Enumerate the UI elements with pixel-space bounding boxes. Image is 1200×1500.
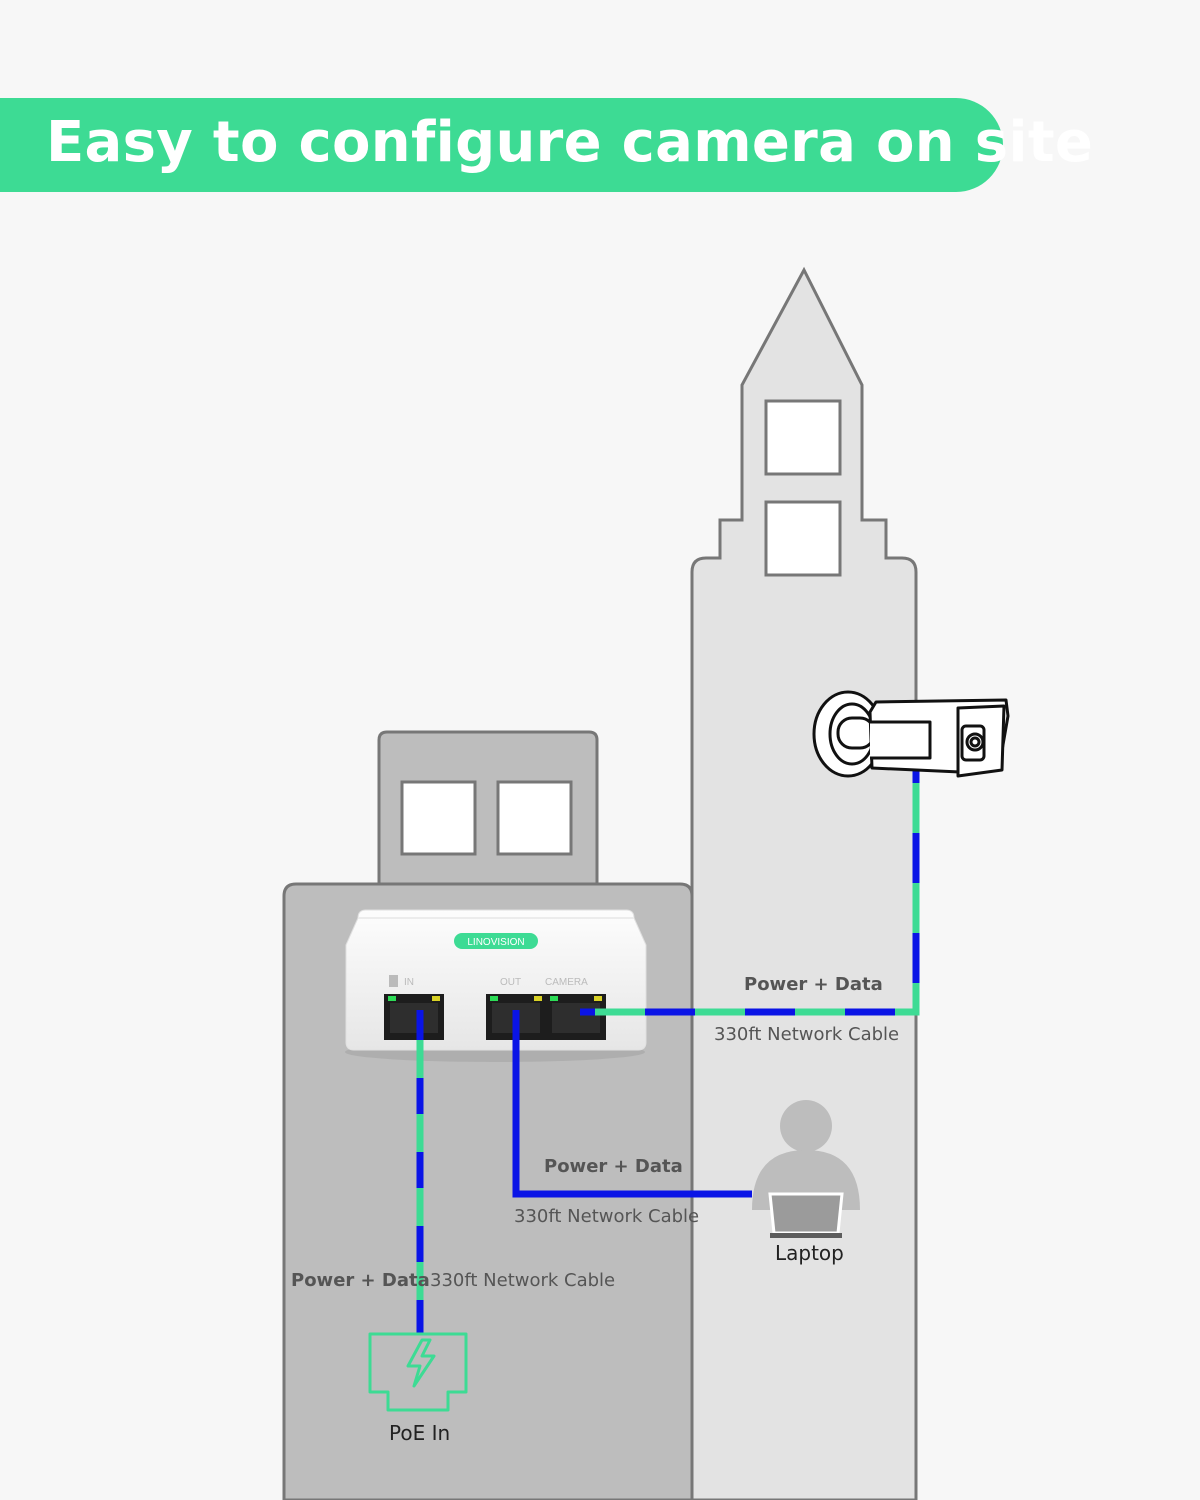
rj45-port-in — [384, 994, 444, 1040]
laptop-label: Laptop — [775, 1241, 844, 1265]
rj45-port-camera — [546, 994, 606, 1040]
poe-cable-label: 330ft Network Cable — [430, 1270, 616, 1291]
bullet-camera-icon — [812, 690, 1010, 778]
port-out-label: OUT — [500, 977, 521, 988]
poe-link-label: Power + Data — [291, 1270, 430, 1291]
page-title: Easy to configure camera on site — [46, 110, 1094, 175]
cable-laptop — [512, 1010, 752, 1198]
poe-in-label: PoE In — [389, 1421, 451, 1445]
port-camera-label: CAMERA — [545, 977, 588, 988]
poe-extender-device: LINOVISION IN OUT CAMERA — [345, 909, 647, 1062]
laptop-link-label: Power + Data — [544, 1156, 683, 1177]
camera-cable-label: 330ft Network Cable — [714, 1024, 900, 1045]
port-in-label: IN — [404, 977, 414, 988]
low-building-window — [400, 780, 477, 856]
cable-camera — [580, 770, 920, 1016]
device-brand: LINOVISION — [467, 937, 524, 948]
laptop-cable-label: 330ft Network Cable — [514, 1206, 700, 1227]
poe-port-lightning-icon — [368, 1332, 468, 1412]
low-building-window — [496, 780, 573, 856]
tower-window — [764, 399, 842, 476]
user-with-laptop-icon — [752, 1100, 860, 1238]
title-banner — [0, 98, 1003, 192]
tower-window — [764, 500, 842, 577]
camera-link-label: Power + Data — [744, 974, 883, 995]
